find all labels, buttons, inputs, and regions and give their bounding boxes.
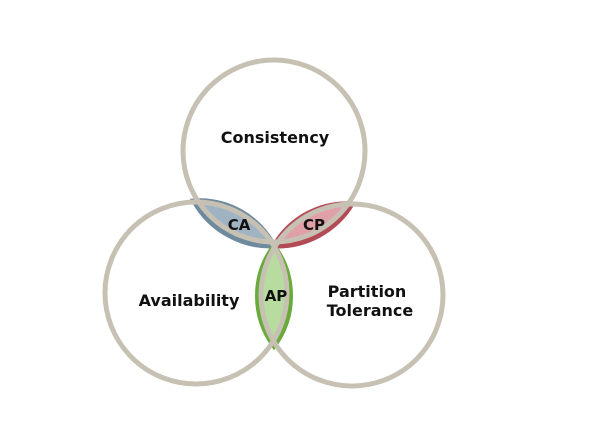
circle-partition-tolerance bbox=[258, 201, 446, 389]
circle-availability bbox=[102, 199, 290, 387]
label-ap: AP bbox=[265, 287, 288, 305]
circle-consistency bbox=[180, 57, 368, 245]
label-availability: Availability bbox=[139, 291, 240, 310]
label-tolerance: Tolerance bbox=[327, 301, 414, 320]
label-ca: CA bbox=[228, 216, 251, 234]
label-partition: Partition bbox=[328, 282, 407, 301]
label-cp: CP bbox=[303, 216, 325, 234]
label-consistency: Consistency bbox=[221, 128, 330, 147]
